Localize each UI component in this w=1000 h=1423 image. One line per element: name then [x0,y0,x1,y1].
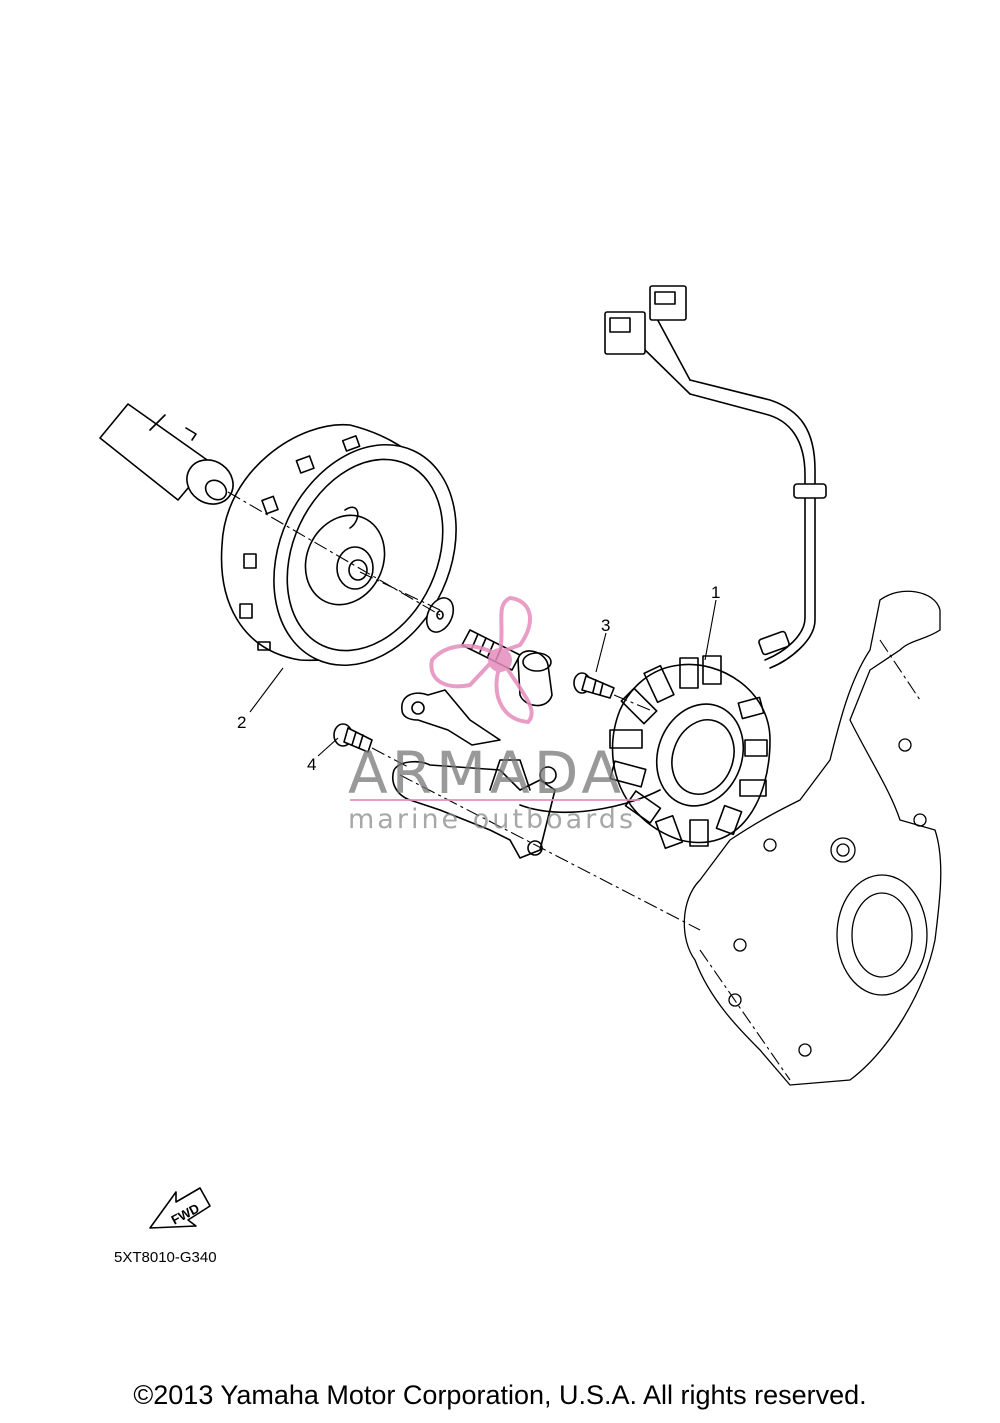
crankshaft-end [99,403,234,505]
watermark-tagline: marine outboards [348,804,636,835]
figure-code: 5XT8010-G340 [114,1249,217,1266]
wire-harness [604,285,827,669]
callout-2: 2 [237,713,246,732]
callout-1: 1 [711,583,720,602]
copyright-notice: ©2013 Yamaha Motor Corporation, U.S.A. A… [133,1380,867,1410]
fwd-arrow-icon: FWD [149,1187,211,1229]
callout-3: 3 [601,616,610,635]
bolt-3 [573,672,615,699]
callout-4: 4 [307,755,316,774]
leader-lines [249,599,717,757]
crankcase-cover [683,590,942,1086]
stator-coil [519,655,771,850]
watermark-brand: ARMADA [348,739,625,807]
bolt-4 [333,723,373,753]
rotor-flywheel [220,423,457,667]
armada-logo-icon [429,595,534,725]
